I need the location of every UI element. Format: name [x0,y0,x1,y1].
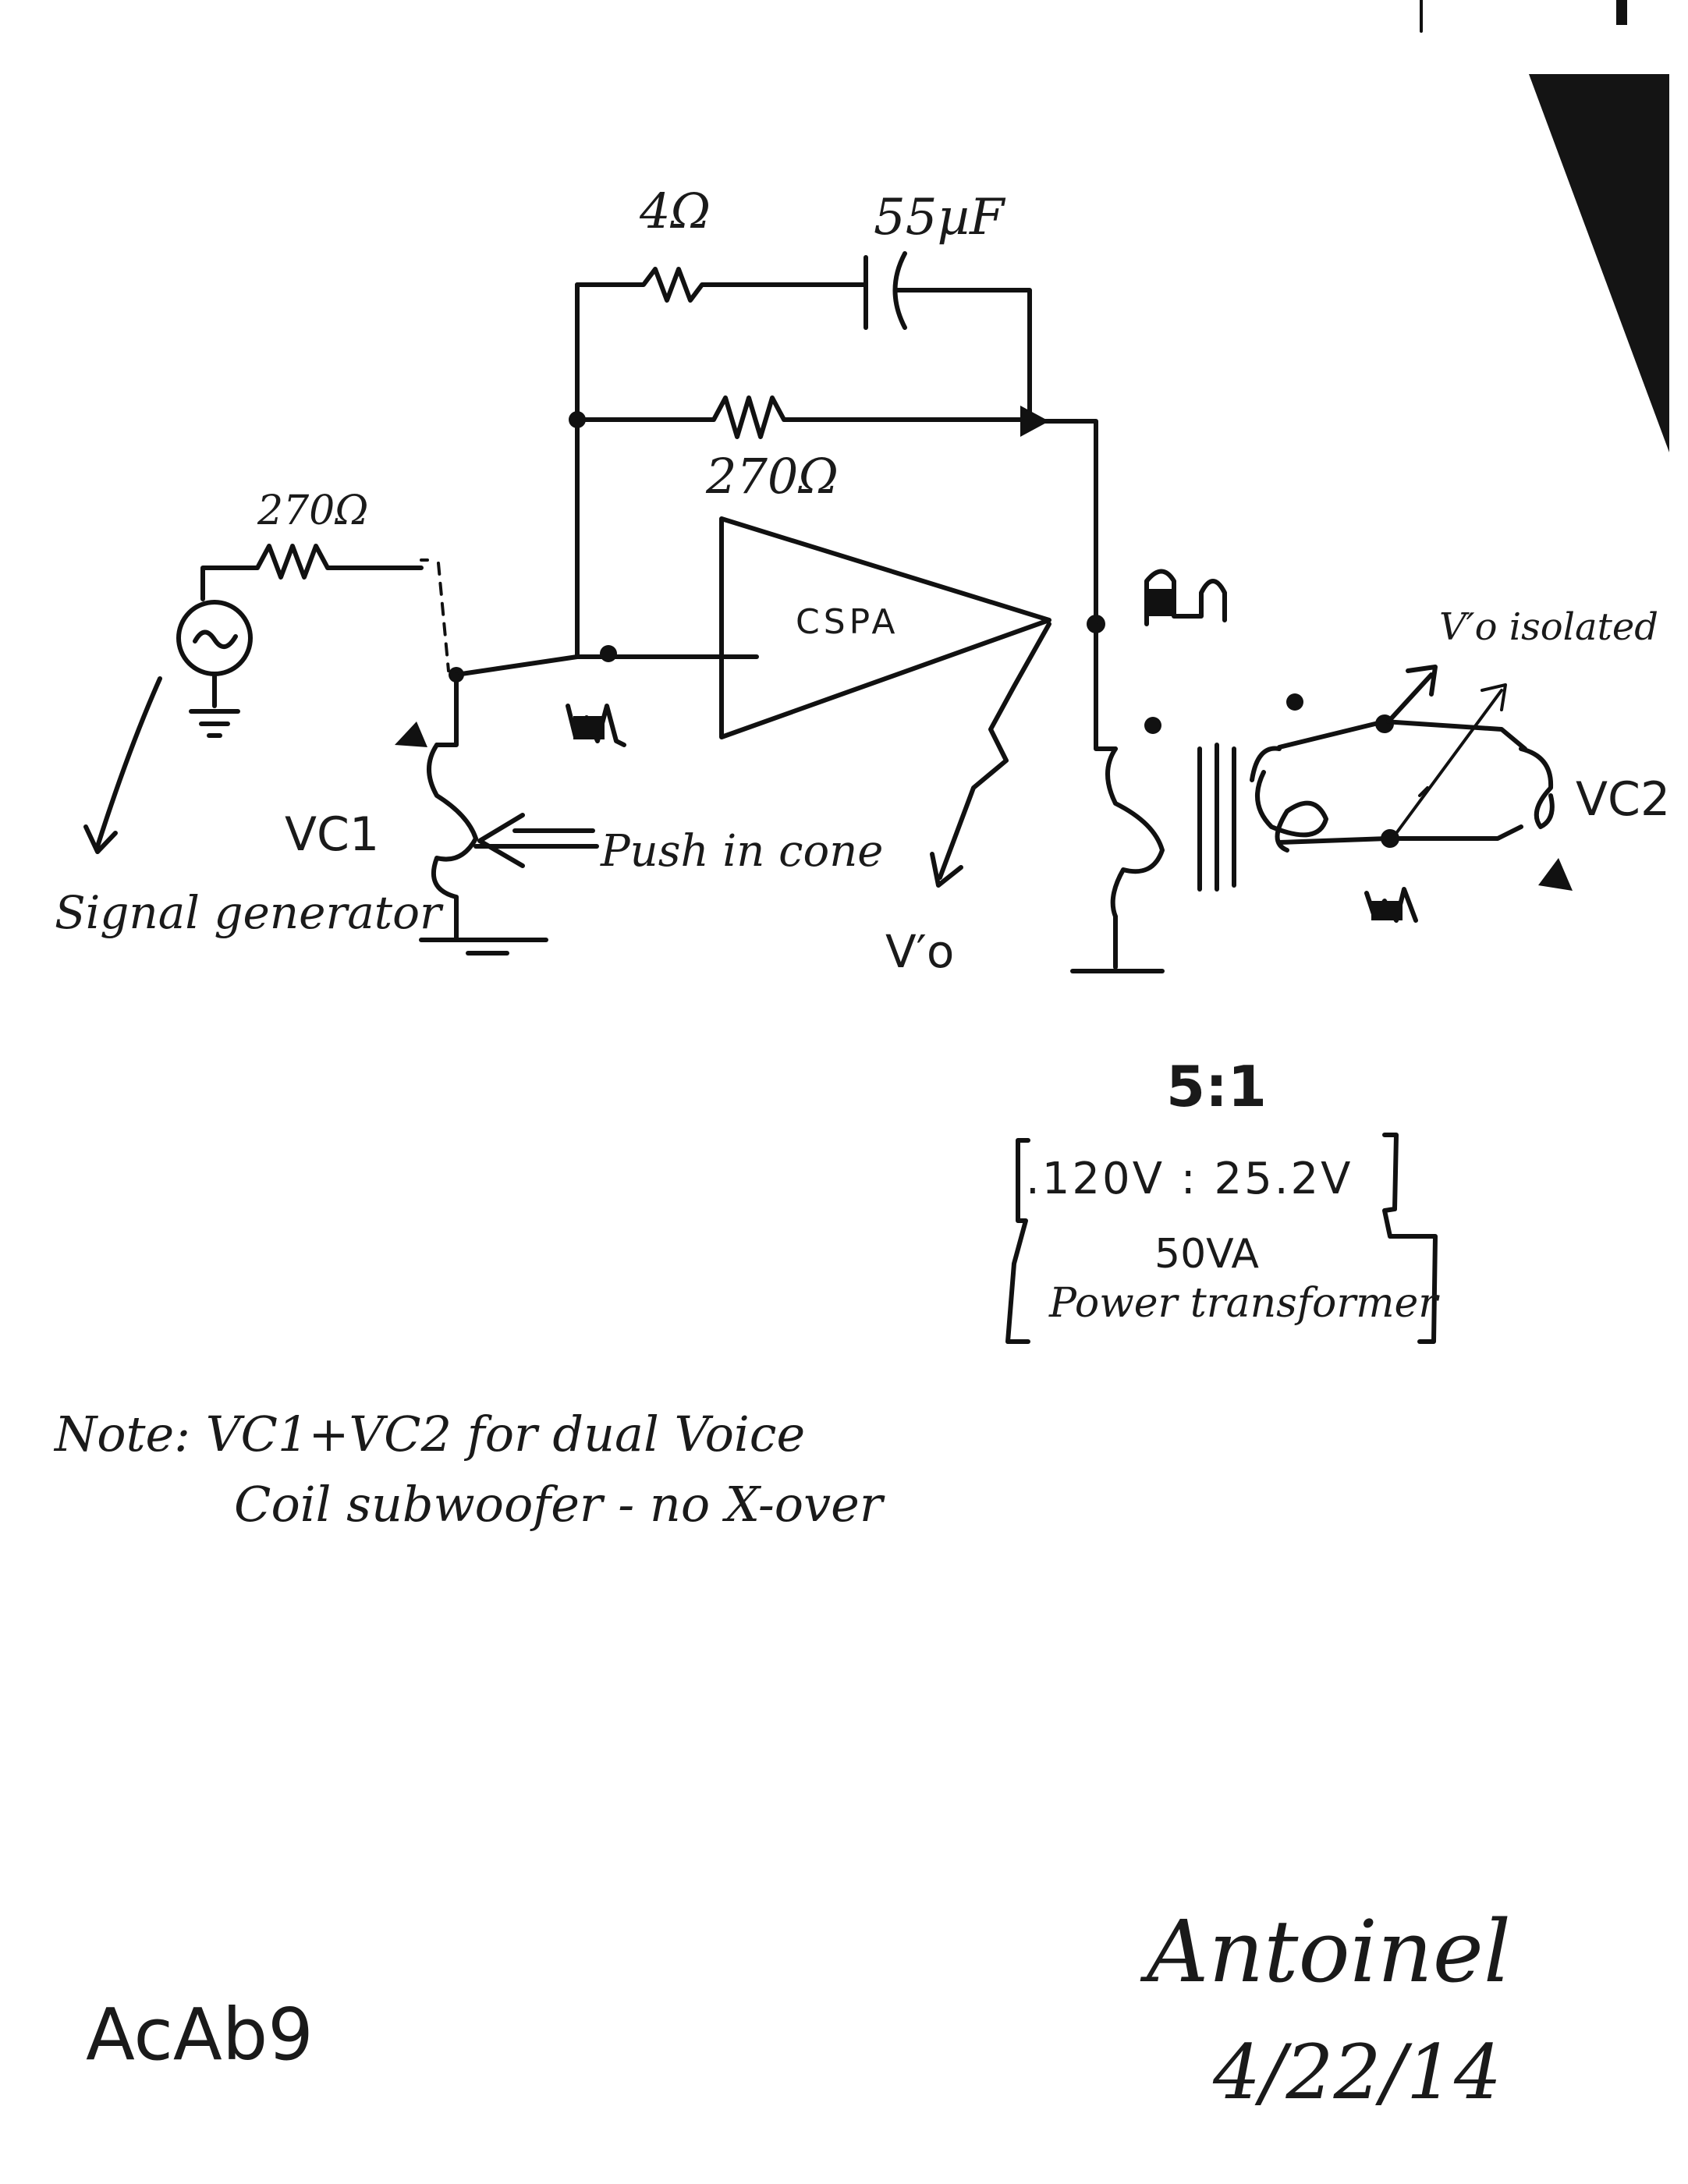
c-series-label: 55µF [874,189,1006,246]
scan-artifact-mark [1616,0,1627,25]
signature-date: 4/22/14 [1212,2029,1502,2116]
vo-isolated-label: V′o isolated [1439,605,1658,649]
r-feedback-label: 270Ω [705,448,839,505]
push-in-cone-text: Push in cone [600,826,883,877]
vc1-voice-coil [395,672,548,956]
vc1-label: VC1 [285,807,379,862]
transformer-spec-brackets [1005,1133,1438,1344]
push-in-cone-label: Push in cone [600,826,883,877]
signal-generator-text: Signal generator [55,886,444,939]
input-waveform-fill [573,716,605,739]
vc2-label: VC2 [1576,772,1670,827]
transformer-voltages: .120V : 25.2V [1026,1154,1353,1204]
input-circuit [200,544,724,682]
transformer-rating: 50VA [1154,1231,1259,1278]
isolated-waveform-fill [1371,901,1403,920]
vo-output-arrow [930,622,1051,888]
vc1-polarity-triangle [395,722,427,747]
output-waveform-icon [1144,569,1227,626]
signal-generator-label: Signal generator [55,886,444,939]
transformer-ratio: 5:1 [1166,1054,1267,1119]
transformer-core [1197,743,1236,892]
scan-artifact-corner [1529,74,1669,452]
r-input-label: 270Ω [257,488,368,534]
signature: Antoinel [1140,1902,1511,2001]
document-code: AcAb9 [86,1993,314,2076]
vo-prime-label: V′o [885,925,954,978]
note-line-1: Note: VC1+VC2 for dual Voice [53,1406,805,1462]
amplifier-triangle [719,516,1051,739]
note-line-2: Coil subwoofer - no X-over [234,1476,885,1533]
transformer-primary [1070,622,1165,973]
vc2-polarity-triangle [1538,858,1573,891]
feedback-network [569,251,1098,659]
feedback-junction-arrow [1020,406,1049,437]
signal-generator-source [176,600,253,738]
transformer-type: Power transformer [1048,1280,1440,1327]
signal-generator-arrow [83,676,162,854]
r-series-label: 4Ω [639,183,711,239]
vo-isolated-arrows [1386,665,1507,840]
amplifier-label: CSPA [796,602,899,642]
push-in-cone-arrow [473,813,599,868]
